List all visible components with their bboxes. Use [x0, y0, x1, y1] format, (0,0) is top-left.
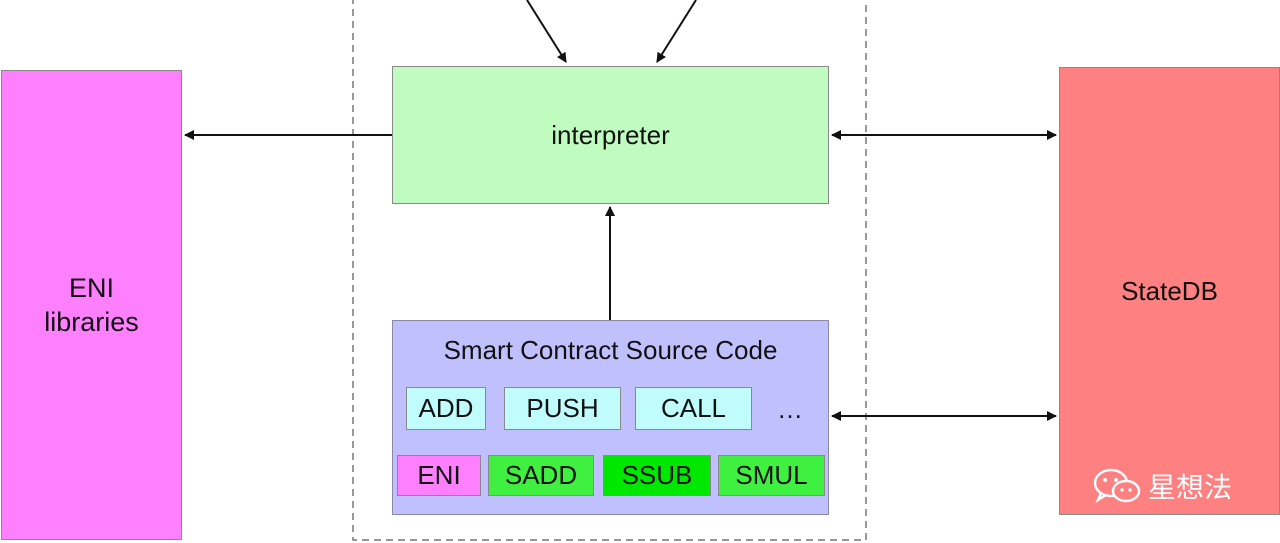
smart-contract-source-title: Smart Contract Source Code	[443, 335, 778, 365]
eni-libraries-label-line2: libraries	[44, 307, 139, 337]
arrow-from-top-left	[526, 0, 567, 63]
opcode-add: ADD	[406, 387, 486, 430]
opcode-smul: SMUL	[718, 455, 825, 496]
engine-boundary	[352, 0, 867, 541]
arrow-from-top-right	[656, 0, 697, 63]
watermark: 星想法	[1092, 466, 1232, 506]
opcode-push: PUSH	[504, 387, 621, 430]
opcode-eni: ENI	[397, 455, 481, 496]
interpreter-label: interpreter	[551, 119, 670, 150]
opcode-ssub: SSUB	[603, 455, 711, 496]
interpreter-box: interpreter	[392, 66, 829, 204]
smart-contract-source-box: Smart Contract Source Code ADD PUSH CALL…	[392, 320, 829, 515]
opcode-sadd: SADD	[488, 455, 594, 496]
eni-libraries-box: ENI libraries	[1, 70, 182, 540]
statedb-box: StateDB	[1059, 67, 1280, 515]
opcode-ellipsis: …	[777, 394, 803, 424]
eni-libraries-label-line1: ENI	[68, 273, 114, 303]
watermark-text: 星想法	[1148, 471, 1233, 504]
wechat-icon	[1093, 468, 1141, 504]
statedb-label: StateDB	[1121, 275, 1218, 306]
opcode-call: CALL	[635, 387, 752, 430]
